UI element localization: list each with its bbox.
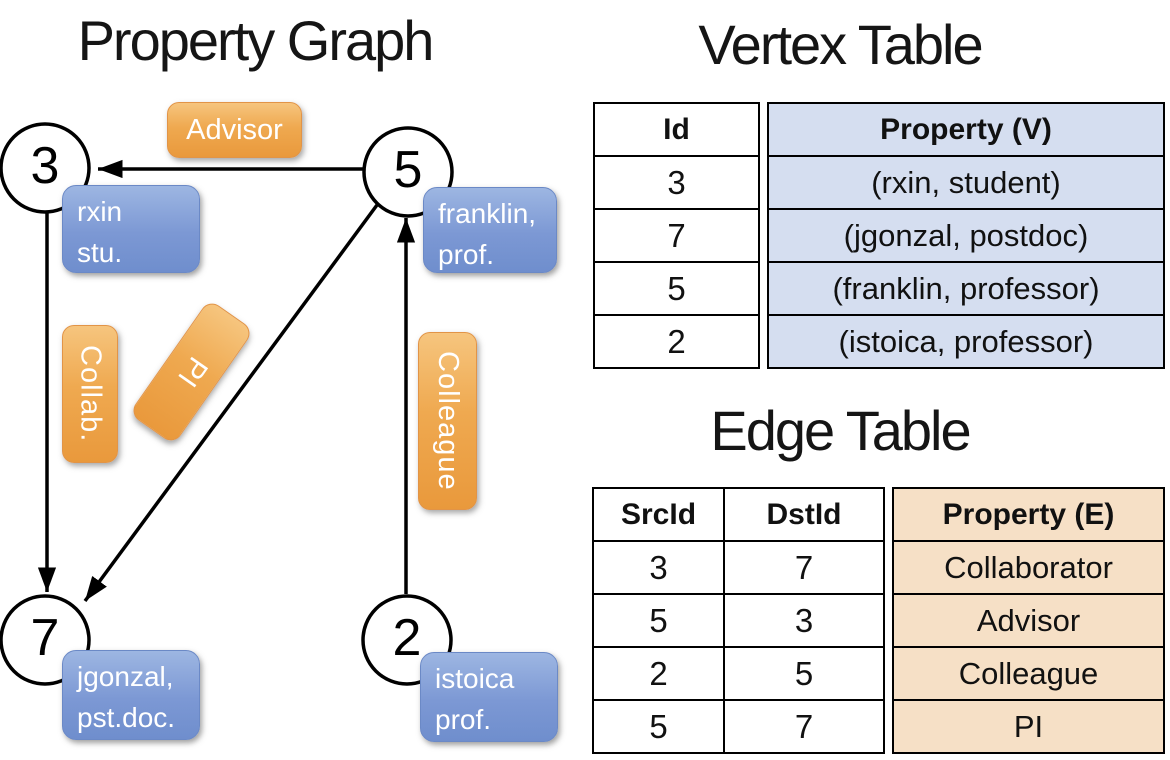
edge-label-text: Colleague <box>432 351 464 491</box>
vertex-table-id-column: Id 3 7 5 2 <box>593 102 760 369</box>
edge-label-advisor: Advisor <box>167 102 302 158</box>
edge-table-header-property: Property (E) <box>892 487 1165 542</box>
vertex-table-title: Vertex Table <box>698 13 983 76</box>
vertex-table-cell-id: 2 <box>593 314 760 369</box>
edge-table-cell-srcid: 5 <box>592 699 725 754</box>
property-graph-title: Property Graph <box>77 9 435 72</box>
vertex-table-cell-property: (jgonzal, postdoc) <box>767 208 1165 263</box>
vertex-label-istoica: istoica prof. <box>420 652 558 742</box>
vertex-label-rxin: rxin stu. <box>62 185 200 273</box>
vertex-table-property-column: Property (V) (rxin, student) (jgonzal, p… <box>767 102 1165 369</box>
edge-table-cell-property: Advisor <box>892 593 1165 648</box>
edge-table-cell-property: PI <box>892 699 1165 754</box>
vertex-table-cell-property: (istoica, professor) <box>767 314 1165 369</box>
edge-table-title: Edge Table <box>710 399 971 462</box>
vertex-id-3: 3 <box>30 136 60 195</box>
vertex-table-cell-id: 5 <box>593 261 760 316</box>
edge-table-cell-srcid: 2 <box>592 646 725 701</box>
edge-table-header-dstid: DstId <box>723 487 885 542</box>
vertex-label-line: prof. <box>435 703 492 735</box>
vertex-label-jgonzal: jgonzal, pst.doc. <box>62 650 200 740</box>
vertex-table-cell-id: 7 <box>593 208 760 263</box>
vertex-label-line: franklin, <box>438 198 537 229</box>
edge-table-id-columns: SrcId DstId 3 7 5 3 2 5 5 7 <box>592 487 885 754</box>
vertex-table-cell-property: (rxin, student) <box>767 155 1165 210</box>
vertex-id-7: 7 <box>30 608 60 667</box>
edge-table-cell-srcid: 5 <box>592 593 725 648</box>
vertex-table-cell-property: (franklin, professor) <box>767 261 1165 316</box>
edge-label-text: Advisor <box>186 113 283 146</box>
edge-label-collab: Collab. <box>62 325 118 463</box>
edge-label-text: Collab. <box>74 345 107 443</box>
vertex-id-2: 2 <box>392 608 422 667</box>
edge-label-colleague: Colleague <box>418 332 477 510</box>
edge-arrow-5-7-pi <box>83 203 379 603</box>
edge-table-cell-dstid: 7 <box>723 540 885 595</box>
edge-table-cell-dstid: 5 <box>723 646 885 701</box>
vertex-table-header-id: Id <box>593 102 760 157</box>
vertex-table-header-property: Property (V) <box>767 102 1165 157</box>
vertex-label-franklin: franklin, prof. <box>423 187 557 273</box>
edge-table-cell-property: Colleague <box>892 646 1165 701</box>
edge-table-header-srcid: SrcId <box>592 487 725 542</box>
vertex-id-5: 5 <box>393 140 423 199</box>
vertex-label-line: istoica <box>435 663 515 694</box>
vertex-label-line: stu. <box>77 236 123 268</box>
vertex-table-cell-id: 3 <box>593 155 760 210</box>
edge-table-property-column: Property (E) Collaborator Advisor Collea… <box>892 487 1165 754</box>
edge-table-cell-srcid: 3 <box>592 540 725 595</box>
edge-table-cell-property: Collaborator <box>892 540 1165 595</box>
vertex-label-line: rxin <box>77 196 123 227</box>
edge-table-cell-dstid: 7 <box>723 699 885 754</box>
vertex-label-line: pst.doc. <box>77 701 176 733</box>
edge-label-text: PI <box>170 351 214 394</box>
vertex-label-line: jgonzal, <box>77 661 174 692</box>
edge-table-cell-dstid: 3 <box>723 593 885 648</box>
vertex-label-line: prof. <box>438 238 495 270</box>
